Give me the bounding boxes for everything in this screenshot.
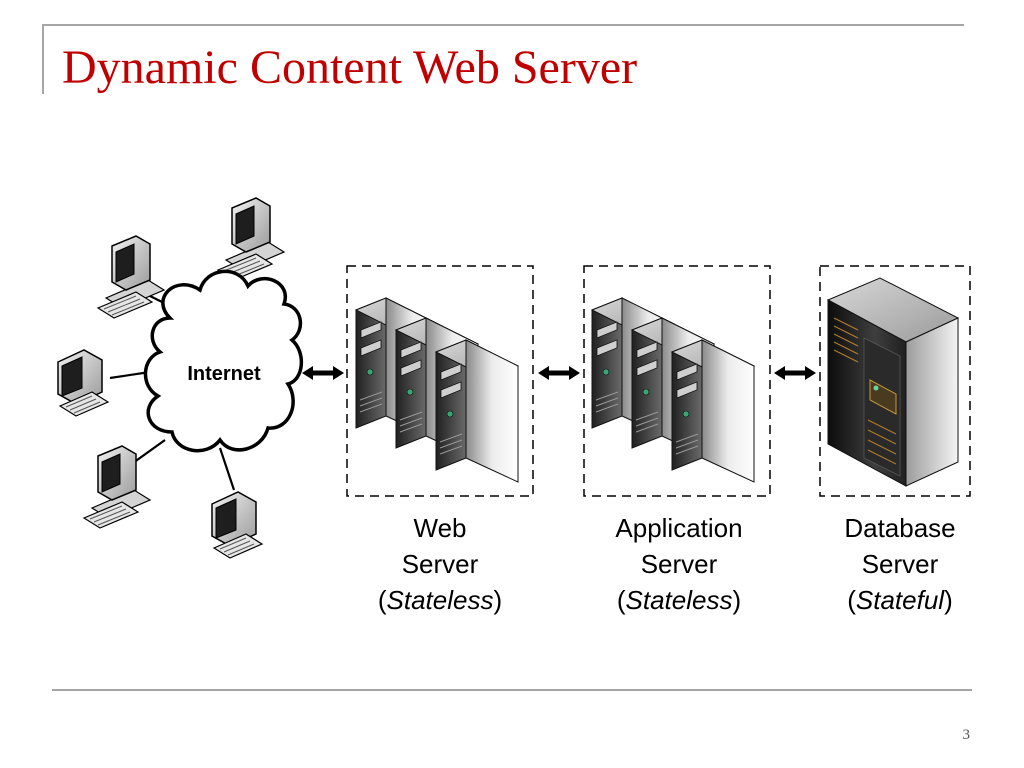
app-server-name-line2: Server [640, 549, 718, 579]
db-server-state: (Stateful) [847, 585, 953, 615]
web-server-name-line2: Server [401, 549, 479, 579]
frame-top-rule [42, 24, 964, 26]
client-crt-icon [211, 491, 263, 559]
db-tier-frame [819, 265, 971, 497]
web-server-caption: Web Server (Stateless) [340, 510, 540, 618]
web-server-name-line1: Web [413, 513, 467, 543]
slide-title: Dynamic Content Web Server [62, 41, 638, 94]
web-server-state: (Stateless) [377, 585, 503, 615]
web-server-stack [355, 297, 519, 483]
internet-label: Internet [187, 363, 261, 385]
client-crt-icon [57, 349, 109, 417]
app-tier-frame [583, 265, 771, 497]
app-server-state: (Stateless) [616, 585, 742, 615]
web-tier-frame [346, 265, 534, 497]
client-desktop-icon [217, 197, 285, 281]
db-server-caption: Database Server (Stateful) [800, 510, 1000, 618]
app-db-connector [774, 366, 816, 380]
internet-cloud [143, 269, 303, 453]
database-server-icon [826, 277, 960, 487]
footer-rule [52, 689, 972, 691]
server-icon [435, 339, 519, 483]
app-server-stack [591, 297, 755, 483]
internet-web-connector [302, 366, 344, 380]
page-number: 3 [962, 727, 971, 743]
web-app-connector [538, 366, 580, 380]
app-server-name-line1: Application [615, 513, 743, 543]
client-desktop-icon [97, 235, 165, 319]
db-server-name-line1: Database [844, 513, 956, 543]
server-icon [671, 339, 755, 483]
frame-left-rule [42, 24, 44, 94]
app-server-caption: Application Server (Stateless) [579, 510, 779, 618]
db-server-name-line2: Server [861, 549, 939, 579]
